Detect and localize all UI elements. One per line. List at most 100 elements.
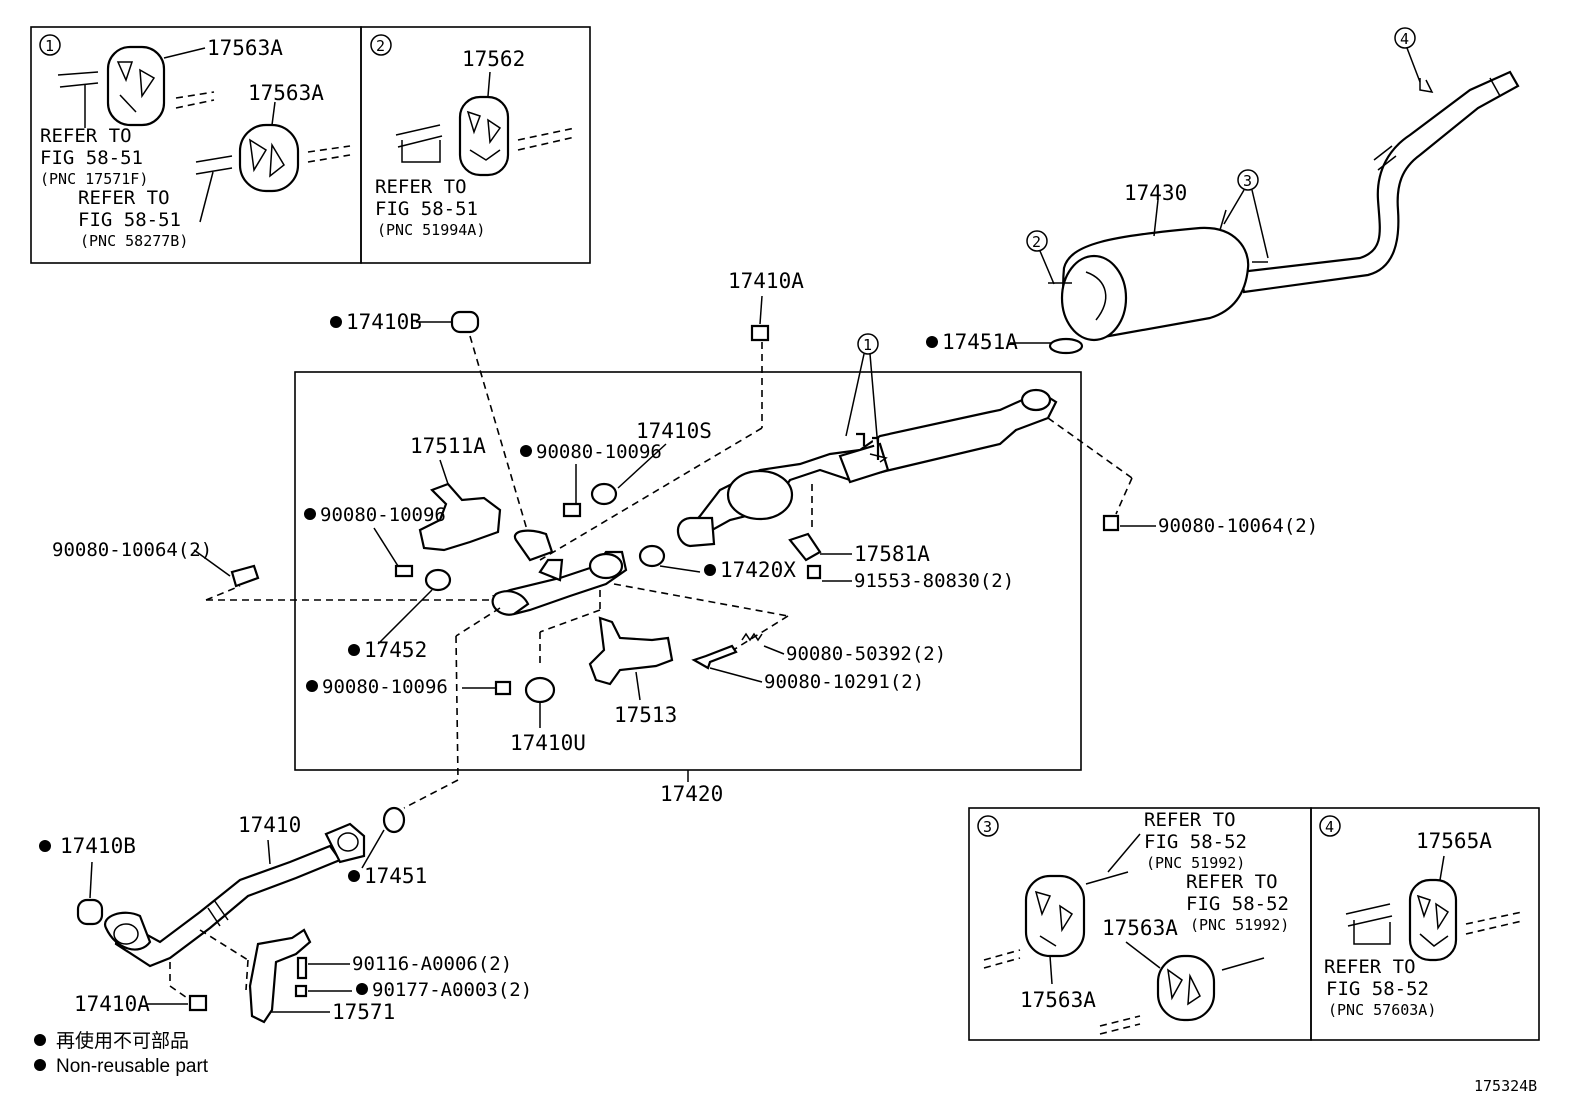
legend-dot-en (34, 1059, 46, 1071)
inset-3-marker: 3 (983, 818, 992, 836)
nonreusable-dot-90080-10096-c (306, 680, 318, 692)
nut-90177 (294, 984, 308, 998)
hanger-17565A (1345, 878, 1523, 962)
ref-box1-b-line2: FIG 58-51 (78, 209, 181, 231)
callout-1-circle (857, 333, 879, 355)
nonreusable-dot-17410B-top (330, 316, 342, 328)
callout-2-circle (1026, 230, 1048, 252)
bolt-91553 (806, 564, 822, 580)
label-90177: 90177-A0003(2) (372, 979, 532, 1001)
nonreusable-dot-17451A (926, 336, 938, 348)
label-17410U: 17410U (510, 731, 586, 755)
label-17410S: 17410S (636, 419, 712, 443)
ref-box2-line1: REFER TO (375, 176, 467, 198)
nonreusable-dot-90080-10096-a (520, 445, 532, 457)
ref-box3-a-line2: FIG 58-52 (1144, 831, 1247, 853)
ref-box3-b-line3: (PNC 51992) (1190, 916, 1289, 934)
label-17410A-top: 17410A (728, 269, 804, 293)
label-17451A: 17451A (942, 330, 1018, 354)
front-pipe-inner (491, 529, 628, 616)
label-17430: 17430 (1124, 181, 1187, 205)
ref-box4-line2: FIG 58-52 (1326, 978, 1429, 1000)
label-17571: 17571 (332, 1000, 395, 1024)
center-pipe-converter (676, 388, 1058, 548)
label-91553: 91553-80830(2) (854, 570, 1014, 592)
bolt-90080-10096-a (562, 502, 582, 518)
ref-box4-line1: REFER TO (1324, 956, 1416, 978)
gasket-17410B-bot (76, 898, 104, 926)
label-17563A-box1-a: 17563A (207, 36, 283, 60)
gasket-17451A (1048, 337, 1084, 355)
ref-box2-line3: (PNC 51994A) (377, 221, 485, 239)
bracket-17571 (248, 928, 312, 1024)
clamp-17452 (424, 568, 452, 592)
legend-en: Non-reusable part (56, 1056, 209, 1077)
nonreusable-dot-90177 (356, 983, 368, 995)
diagram-id: 175324B (1474, 1077, 1537, 1095)
hanger-17562 (395, 71, 576, 177)
bolt-90080-10096-c (494, 680, 512, 696)
label-17410B-top: 17410B (346, 310, 422, 334)
inset-box-4 (1310, 807, 1540, 1041)
label-17563A-box1-b: 17563A (248, 81, 324, 105)
label-90116: 90116-A0006(2) (352, 953, 512, 975)
nut-17410A-bot (188, 994, 208, 1012)
inset-4-marker: 4 (1325, 818, 1334, 836)
heat-insulator-17513 (588, 616, 674, 686)
ref-box1-a-line2: FIG 58-51 (40, 147, 143, 169)
ref-box3-a-line1: REFER TO (1144, 809, 1236, 831)
callout-3: 3 (1243, 172, 1252, 190)
label-17452: 17452 (364, 638, 427, 662)
label-17410A-bot: 17410A (74, 992, 150, 1016)
ref-box2-line2: FIG 58-51 (375, 198, 478, 220)
callout-1: 1 (863, 336, 872, 354)
gasket-17451 (382, 806, 406, 834)
label-17565A: 17565A (1416, 829, 1492, 853)
ref-box4-line3: (PNC 57603A) (1328, 1001, 1436, 1019)
callout-4-circle (1394, 27, 1416, 49)
nonreusable-dot-17420X (704, 564, 716, 576)
label-90080-10064-right: 90080-10064(2) (1158, 515, 1318, 537)
ref-box1-a-line1: REFER TO (40, 125, 132, 147)
front-pipe-17410 (104, 822, 366, 968)
sensor-17581A (788, 532, 822, 562)
label-17420: 17420 (660, 782, 723, 806)
hanger-17563A-box3-a (983, 874, 1086, 985)
ref-box1-b-line1: REFER TO (78, 187, 170, 209)
inset-2-marker: 2 (376, 37, 385, 55)
ref-box1-b-line3: (PNC 58277B) (80, 232, 188, 250)
nut-17410A-top (750, 324, 770, 342)
label-90080-50392: 90080-50392(2) (786, 643, 946, 665)
label-17511A: 17511A (410, 434, 486, 458)
callout-4: 4 (1400, 30, 1409, 48)
gasket-17410B-top (450, 310, 480, 334)
bolt-90080-10064-left (230, 564, 260, 588)
label-17513: 17513 (614, 703, 677, 727)
tailpipe-assembly (1048, 70, 1520, 342)
clamp-17410U (524, 676, 556, 704)
inset-1-marker: 1 (45, 37, 54, 55)
bolt-90080-10096-b (394, 564, 414, 578)
label-17410: 17410 (238, 813, 301, 837)
label-90080-10096-b: 90080-10096 (320, 504, 446, 526)
nonreusable-dot-17451 (348, 870, 360, 882)
gasket-17420X (638, 544, 666, 568)
ref-box3-b-line2: FIG 58-52 (1186, 893, 1289, 915)
ref-box1-a-line3: (PNC 17571F) (40, 170, 148, 188)
heat-insulator-17511A (418, 482, 502, 552)
callout-2: 2 (1032, 233, 1041, 251)
label-17563A-box3-b: 17563A (1102, 916, 1178, 940)
nonreusable-dot-90080-10096-b (304, 508, 316, 520)
inset-1-marker-circle (39, 34, 61, 56)
label-17410B-bot: 17410B (60, 834, 136, 858)
nonreusable-dot-17410B-bot (39, 840, 51, 852)
label-17581A: 17581A (854, 542, 930, 566)
callout-3-circle (1237, 169, 1259, 191)
inset-4-marker-circle (1319, 815, 1341, 837)
spring-90080-50392 (741, 632, 763, 642)
hanger-17563A-box1-a (57, 45, 215, 127)
label-17451: 17451 (364, 864, 427, 888)
hanger-17563A-box1-b (195, 101, 351, 223)
label-17563A-box3-a: 17563A (1020, 988, 1096, 1012)
